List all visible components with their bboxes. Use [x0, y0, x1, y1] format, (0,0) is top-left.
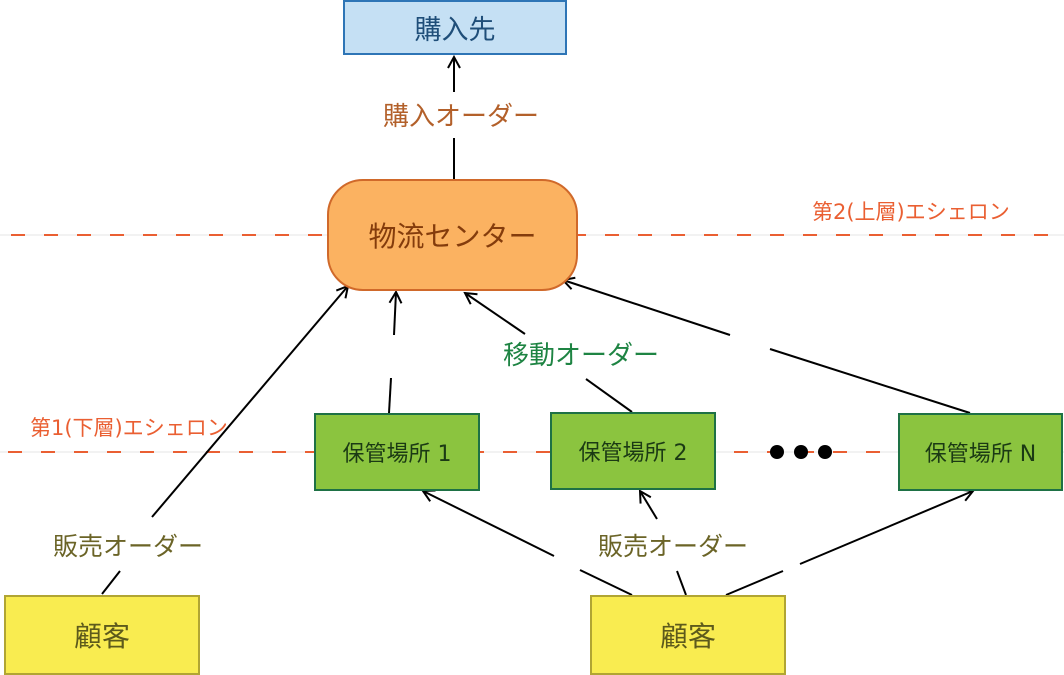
storage-location-label: 保管場所 1 [342, 442, 452, 467]
storage-location-node-2: 保管場所 2 [550, 412, 716, 490]
sales-order-label-left: 販売オーダー [53, 532, 204, 561]
customer-label: 顧客 [73, 620, 130, 653]
transfer-order-arrow-store2-dc [465, 293, 633, 413]
echelon-upper-label: 第2(上層)エシェロン [812, 200, 1010, 224]
transfer-order-arrow-store1-dc [388, 292, 396, 414]
ellipsis-dot [818, 445, 832, 459]
sales-order-arrow-customer2-store2 [640, 491, 687, 596]
sales-order-arrow-customer1-dc [101, 286, 348, 595]
transfer-order-arrow-storeN-dc [563, 280, 971, 414]
ellipsis-dots [770, 445, 832, 459]
sales-order-label-right: 販売オーダー [598, 532, 749, 561]
supplier-node: 購入先 [343, 0, 567, 55]
sales-order-arrow-customer2-store1 [423, 491, 633, 596]
distribution-center-label: 物流センター [368, 220, 537, 253]
ellipsis-dot [794, 445, 808, 459]
storage-location-label: 保管場所 N [924, 442, 1037, 467]
supplier-label: 購入先 [414, 15, 496, 46]
echelon-lower-label: 第1(下層)エシェロン [30, 416, 228, 440]
transfer-order-label: 移動オーダー [503, 341, 660, 371]
storage-location-node-n: 保管場所 N [898, 413, 1063, 491]
ellipsis-dot [770, 445, 784, 459]
customer-label: 顧客 [659, 620, 716, 653]
storage-location-node-1: 保管場所 1 [314, 413, 480, 491]
customer-node-2: 顧客 [590, 595, 786, 675]
purchase-order-label: 購入オーダー [383, 102, 540, 132]
customer-node-1: 顧客 [4, 595, 200, 675]
storage-location-label: 保管場所 2 [578, 441, 688, 466]
distribution-center-node: 物流センター [327, 179, 578, 291]
sales-order-arrow-customer2-storeN [725, 491, 973, 596]
